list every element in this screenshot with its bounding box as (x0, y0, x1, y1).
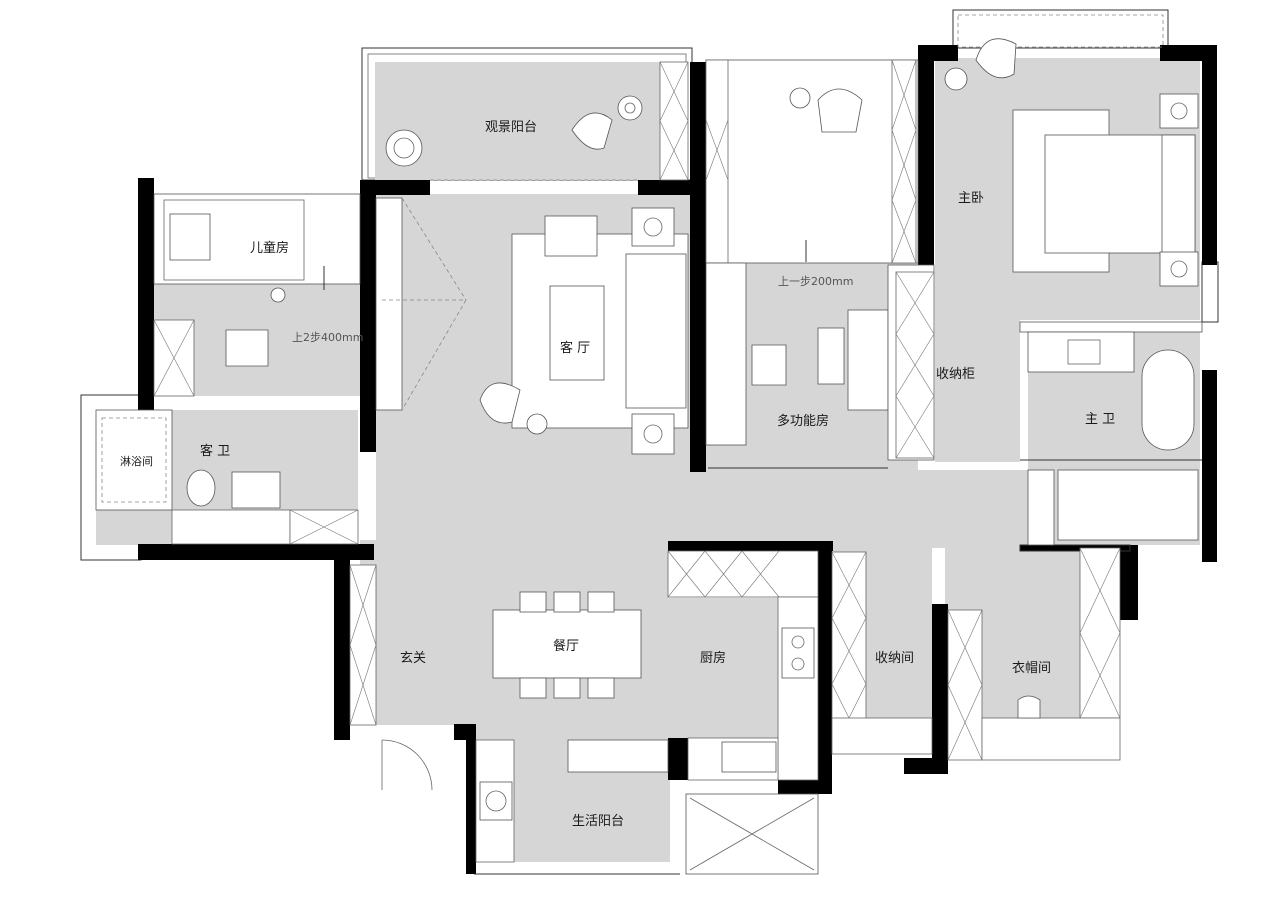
step-note-kids: 上2步400mm (292, 331, 363, 344)
room-label-dining: 餐厅 (553, 638, 579, 654)
room-label-kids-room: 儿童房 (250, 240, 289, 256)
end-table-icon (631, 207, 675, 247)
washing-machine-icon (479, 781, 513, 821)
sink-icon (231, 471, 281, 509)
lamp-icon (270, 287, 286, 303)
pillow-icon (169, 213, 211, 261)
dining-chair-icon (587, 591, 615, 613)
ottoman-icon (544, 215, 598, 257)
dining-chair-icon (553, 591, 581, 613)
master-bath: 主 卫 (1019, 321, 1203, 546)
room-label-storage-room: 收纳间 (875, 651, 914, 666)
side-table-icon (789, 87, 811, 109)
storage-cabinet: 收纳柜 (887, 264, 975, 461)
living-room: 客 厅 (375, 197, 689, 455)
cooktop-icon (781, 627, 815, 679)
dining-table-icon (492, 609, 642, 679)
plant-icon (385, 129, 423, 167)
bathtub-icon (1141, 349, 1195, 451)
room-label-shower-room: 淋浴间 (120, 455, 153, 468)
bookshelf-icon (847, 309, 889, 411)
room-label-living-room: 客 厅 (560, 340, 590, 356)
desk-chair-icon (751, 344, 787, 386)
viewing-balcony: 观景阳台 (385, 61, 689, 181)
end-table-icon (631, 413, 675, 455)
armchair-icon (817, 88, 863, 133)
cabinet-icon (817, 327, 845, 385)
room-label-storage-cabinet: 收纳柜 (936, 367, 975, 382)
kids-room: 儿童房 上2步400mm (153, 193, 363, 397)
dining-chair-icon (587, 677, 615, 699)
master-bedroom: 主卧 (944, 14, 1199, 287)
toilet-icon (1027, 469, 1055, 546)
vanity-icon (1027, 331, 1135, 373)
storage-room: 收纳间 (831, 551, 933, 755)
cloakroom: 衣帽间 (947, 547, 1121, 761)
room-label-entrance: 玄关 (400, 651, 426, 666)
room-label-multi-function: 多功能房 (777, 413, 829, 429)
shower-icon (1057, 469, 1199, 541)
step-note-multi: 上一步200mm (778, 275, 853, 288)
desk-chair-icon (225, 329, 269, 367)
room-label-master-bath: 主 卫 (1085, 412, 1115, 427)
dining-chair-icon (553, 677, 581, 699)
toilet-icon (186, 469, 216, 507)
room-label-viewing-balcony: 观景阳台 (485, 120, 537, 135)
armchair-icon (975, 38, 1017, 79)
round-table-icon (526, 413, 548, 435)
sink-icon (721, 741, 777, 773)
utility-balcony: 生活阳台 (474, 739, 819, 875)
dining-chair-icon (519, 591, 547, 613)
room-label-cloakroom: 衣帽间 (1012, 660, 1051, 676)
walls (138, 45, 1217, 874)
room-label-kitchen: 厨房 (700, 650, 726, 666)
kitchen: 厨房 (667, 550, 819, 781)
side-table-icon (617, 95, 643, 121)
sofa-icon (625, 253, 687, 409)
room-label-master-bedroom: 主卧 (958, 191, 984, 206)
stool-icon (1017, 695, 1041, 719)
armchair-icon (571, 112, 613, 150)
entrance-dining: 玄关 餐厅 (349, 564, 669, 791)
sideboard-icon (567, 739, 669, 773)
dining-chair-icon (519, 677, 547, 699)
guest-bath: 淋浴间 客 卫 (95, 409, 359, 545)
room-label-utility-balcony: 生活阳台 (572, 814, 624, 829)
coffee-table-icon (549, 285, 605, 381)
lamp-icon (944, 67, 968, 91)
nightstand-icon (1159, 93, 1199, 129)
multi-function-room: 上一步200mm 多功能房 (705, 59, 919, 469)
nightstand-icon (1159, 251, 1199, 287)
room-label-guest-bath: 客 卫 (200, 443, 230, 459)
lounge-chair-icon (479, 382, 521, 424)
